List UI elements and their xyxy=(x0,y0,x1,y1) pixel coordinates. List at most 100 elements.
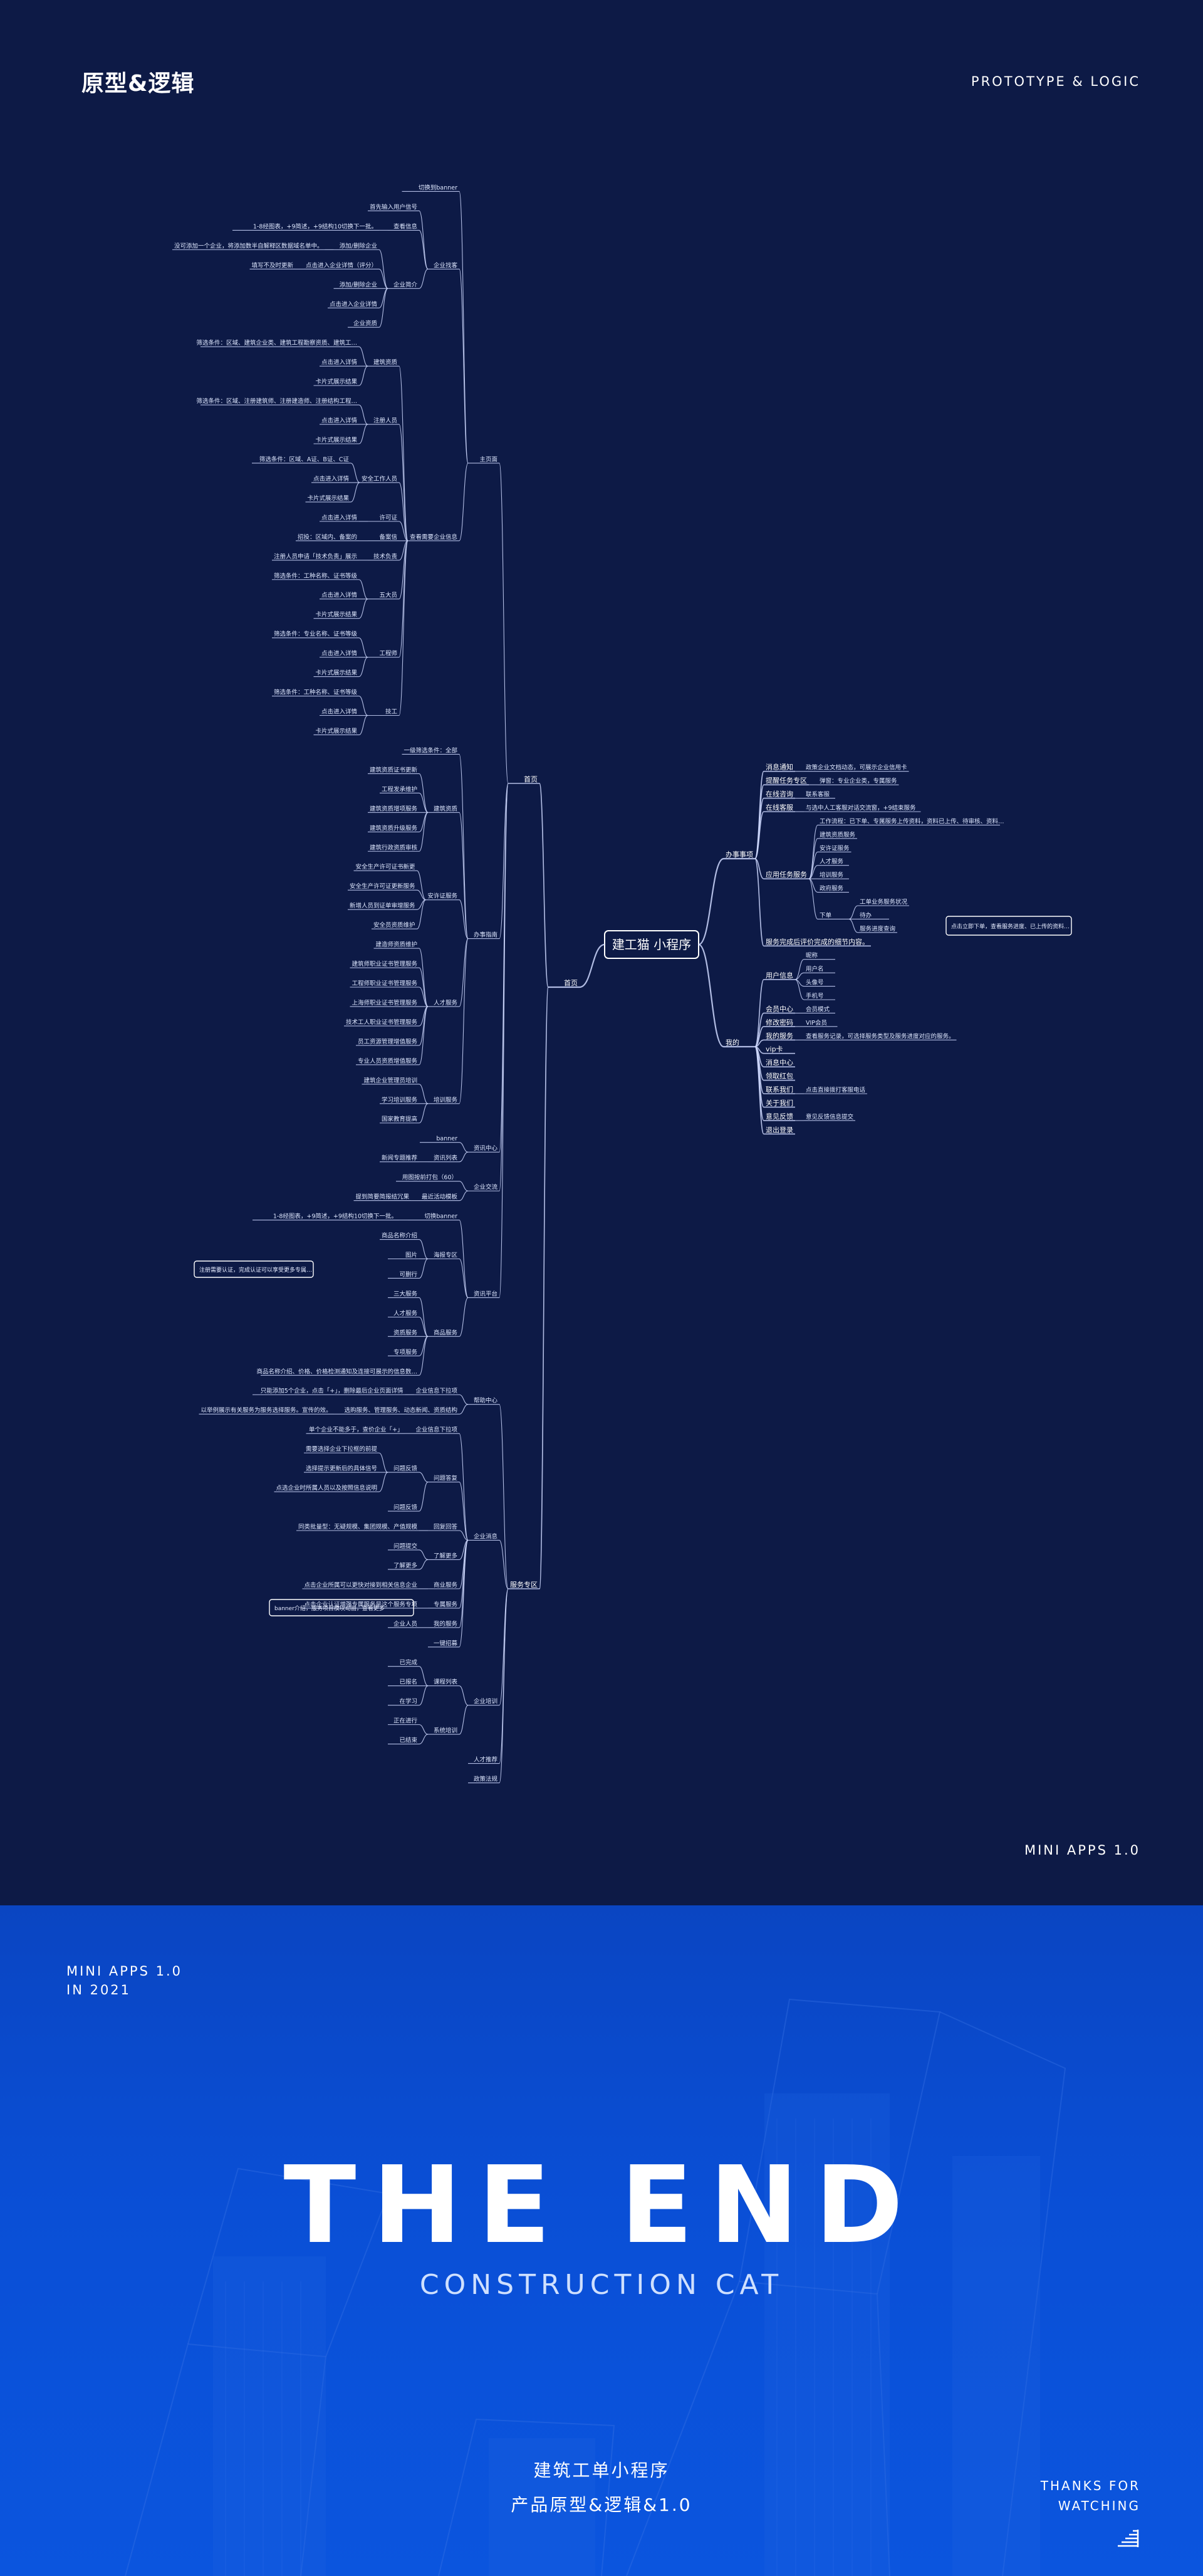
mindmap-node-134: 弹窗：专业企业类，专属服务 xyxy=(820,777,897,785)
mindmap-connector xyxy=(419,812,429,852)
mindmap-node-36: 筛选条件：工种名称、证书等级 xyxy=(274,572,358,580)
mindmap-node-43: 技工 xyxy=(385,708,398,716)
mindmap-connector xyxy=(378,249,388,289)
mindmap-node-114: 点击企业所属可以更快对接到相关信息企业 xyxy=(304,1581,417,1589)
year-text: IN 2021 xyxy=(66,1982,132,1997)
mindmap-node-131: 消息通知 xyxy=(766,763,793,772)
mindmap-node-155: 头像号 xyxy=(806,979,824,987)
mindmap-node-71: 国家教育提高 xyxy=(382,1116,417,1123)
mindmap-node-57: 安全生产许可证更新服务 xyxy=(350,882,415,890)
mindmap-connector xyxy=(539,783,549,988)
mindmap-connector xyxy=(459,1705,469,1735)
mindmap-connector xyxy=(419,1549,429,1560)
mindmap-node-10: 没可添加一个企业，将添加数半自解释区数据域名单中。 xyxy=(174,242,323,249)
mindmap-node-68: 培训服务 xyxy=(434,1096,458,1104)
mindmap-node-149: 服务进度查询 xyxy=(860,925,895,933)
mindmap-connector xyxy=(459,191,469,464)
mindmap-node-113: 商业服务 xyxy=(434,1581,458,1589)
mindmap-connector xyxy=(459,1258,469,1298)
mindmap-node-104: 需要选择企业下拉框的前提 xyxy=(306,1445,378,1453)
mindmap-connector xyxy=(419,1297,429,1337)
mini-apps-label: MINI APPS 1.0 xyxy=(1024,1843,1140,1858)
mindmap-node-123: 已报名 xyxy=(399,1678,417,1686)
mindmap-connector xyxy=(419,967,429,1007)
mindmap-connector xyxy=(419,1258,429,1279)
mindmap-connector xyxy=(417,889,426,901)
mindmap-node-161: 我的服务 xyxy=(766,1031,793,1040)
mindmap-node-84: 商品名称介绍 xyxy=(382,1232,417,1240)
mindmap-connector xyxy=(419,268,429,289)
mindmap-node-94: 帮助中心 xyxy=(474,1397,498,1405)
mindmap-connector xyxy=(808,878,818,919)
thanks-text: THANKS FOR WATCHING xyxy=(1041,2476,1140,2516)
mindmap-node-40: 筛选条件：专业名称、证书等级 xyxy=(274,631,358,638)
mindmap-node-2: 主页面 xyxy=(479,456,497,463)
mindmap-node-138: 与选中人工客服对话交流窗，+9结束服务 xyxy=(806,804,916,812)
mindmap-node-28: 卡片式展示结果 xyxy=(307,495,349,502)
mindmap-node-22: 筛选条件：区域、注册建筑师、注册建造师、注册结构工程… xyxy=(196,397,357,405)
mindmap-node-33: 技术负责 xyxy=(373,553,397,560)
mindmap-connector xyxy=(378,288,388,328)
mindmap-node-171: 退出登录 xyxy=(766,1125,793,1134)
mindmap-node-42: 卡片式展示结果 xyxy=(315,669,357,677)
mindmap-connector xyxy=(419,210,429,270)
skyline-pattern xyxy=(125,1998,1066,2576)
mindmap-node-157: 会员中心 xyxy=(766,1005,793,1013)
mindmap-connector xyxy=(350,482,360,503)
mindmap-node-125: 系统培训 xyxy=(434,1727,457,1734)
mindmap-node-126: 正在进行 xyxy=(393,1717,418,1725)
mindmap-connector xyxy=(419,1724,429,1735)
mindmap-node-163: vip卡 xyxy=(766,1045,783,1054)
mindmap-connector xyxy=(398,521,409,542)
mindmap-connector xyxy=(754,784,764,859)
mindmap-node-60: 人才服务 xyxy=(434,999,458,1007)
mindmap-node-148: 待办 xyxy=(860,911,872,919)
mindmap-node-128: 人才推荐 xyxy=(474,1756,498,1764)
mindmap-node-118: 企业人员 xyxy=(393,1620,417,1628)
mindmap-node-151: 我的 xyxy=(726,1038,739,1047)
mindmap-node-116: 点击企业认证增强专属服务是这个服务专项 xyxy=(304,1601,417,1608)
mindmap-node-101: 单个企业不能多于，查价企业「+」 xyxy=(309,1426,403,1433)
mindmap-node-32: 招投：区域内、备案的 xyxy=(298,533,357,541)
mindmap-connector xyxy=(358,424,368,444)
mindmap-connector xyxy=(358,715,368,736)
mindmap-connector xyxy=(358,637,368,658)
banner-note: banner介绍，服务项目模块动画，查看更多 xyxy=(274,1605,385,1612)
mindmap-node-29: 许可证 xyxy=(379,514,397,521)
mini-apps-year: MINI APPS 1.0 IN 2021 xyxy=(66,1962,182,1999)
mindmap-connector xyxy=(499,783,509,940)
mindmap-node-73: banner xyxy=(436,1136,457,1143)
mindmap-node-108: 回复回答 xyxy=(434,1523,458,1531)
mindmap-connector xyxy=(499,783,509,1191)
mindmap-node-160: VIP会员 xyxy=(806,1019,827,1027)
mindmap-connector xyxy=(459,268,469,464)
thanks-line-1: THANKS FOR xyxy=(1040,2478,1140,2493)
mindmap-node-51: 工程发承维护 xyxy=(382,785,417,793)
mindmap-connector xyxy=(419,1482,429,1512)
mindmap-node-156: 手机号 xyxy=(806,992,824,1000)
mindmap-node-1: 首页 xyxy=(524,775,538,783)
mindmap-node-103: 问题反馈 xyxy=(393,1465,418,1472)
mindmap-node-59: 安全员资质维护 xyxy=(373,921,415,929)
mindmap-connector xyxy=(419,773,429,813)
mindmap-node-130: 办事事项 xyxy=(726,851,753,859)
mindmap-connector xyxy=(459,1482,469,1541)
mindmap-connector xyxy=(419,1336,429,1376)
mindmap-node-145: 政府服务 xyxy=(820,885,844,893)
mindmap-connector xyxy=(459,1539,469,1648)
mindmap-connector xyxy=(808,865,818,879)
mindmap-connector xyxy=(419,1685,429,1706)
mindmap-node-17: 建筑资质 xyxy=(373,359,398,366)
mindmap-node-30: 点击进入详情 xyxy=(321,514,358,521)
mindmap-connector xyxy=(419,1006,429,1065)
mindmap-node-38: 卡片式展示结果 xyxy=(315,611,357,619)
mindmap-connector xyxy=(419,1472,429,1483)
mindmap-node-81: 切换banner xyxy=(424,1213,457,1220)
mindmap-node-15: 企业资质 xyxy=(353,320,378,327)
mindmap-node-105: 选择提示更新后的具体信号 xyxy=(306,1465,377,1472)
mindmap-connector xyxy=(459,1190,469,1202)
mindmap-node-88: 三大服务 xyxy=(393,1290,418,1297)
mindmap-node-112: 了解更多 xyxy=(393,1562,417,1569)
mindmap-node-167: 点击直接拨打客服电话 xyxy=(806,1086,866,1094)
mindmap-connector xyxy=(754,1046,764,1135)
